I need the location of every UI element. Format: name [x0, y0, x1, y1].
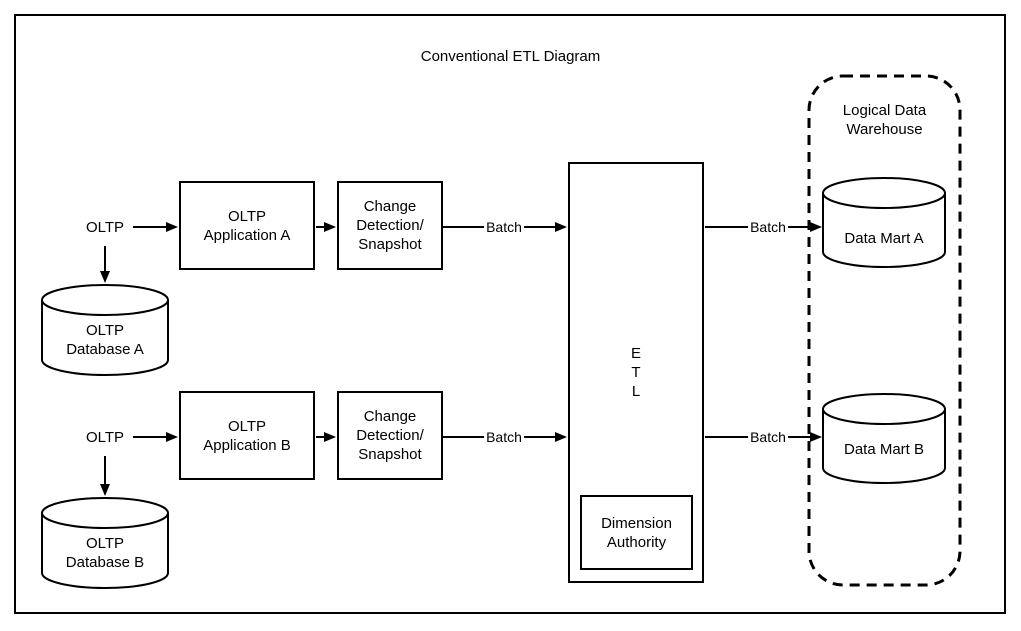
change-detection-b-box: Change Detection/ Snapshot	[337, 391, 443, 480]
oltp-application-a-box: OLTP Application A	[179, 181, 315, 270]
oltp-database-b-label: OLTP Database B	[65, 535, 145, 571]
data-mart-a-label: Data Mart A	[844, 230, 924, 247]
change-detection-a-box: Change Detection/ Snapshot	[337, 181, 443, 270]
diagram-outer-border	[14, 14, 1006, 614]
dimension-authority-box: Dimension Authority	[580, 495, 693, 570]
logical-data-warehouse-label: Logical Data Warehouse	[842, 102, 927, 138]
batch-label-b-in: Batch	[484, 429, 524, 445]
oltp-database-a-label: OLTP Database A	[66, 322, 144, 358]
data-mart-b-label: Data Mart B	[843, 441, 925, 458]
oltp-database-a-cylinder	[41, 284, 169, 376]
batch-label-a-out: Batch	[748, 219, 788, 235]
logical-data-warehouse-boundary	[807, 74, 962, 587]
oltp-application-b-box: OLTP Application B	[179, 391, 315, 480]
data-mart-a-cylinder	[822, 177, 946, 268]
batch-label-b-out: Batch	[748, 429, 788, 445]
data-mart-b-cylinder	[822, 393, 946, 484]
oltp-database-b-cylinder	[41, 497, 169, 589]
batch-label-a-in: Batch	[484, 219, 524, 235]
oltp-source-label-a: OLTP	[85, 219, 125, 236]
oltp-source-label-b: OLTP	[85, 429, 125, 446]
diagram-title: Conventional ETL Diagram	[420, 48, 601, 65]
